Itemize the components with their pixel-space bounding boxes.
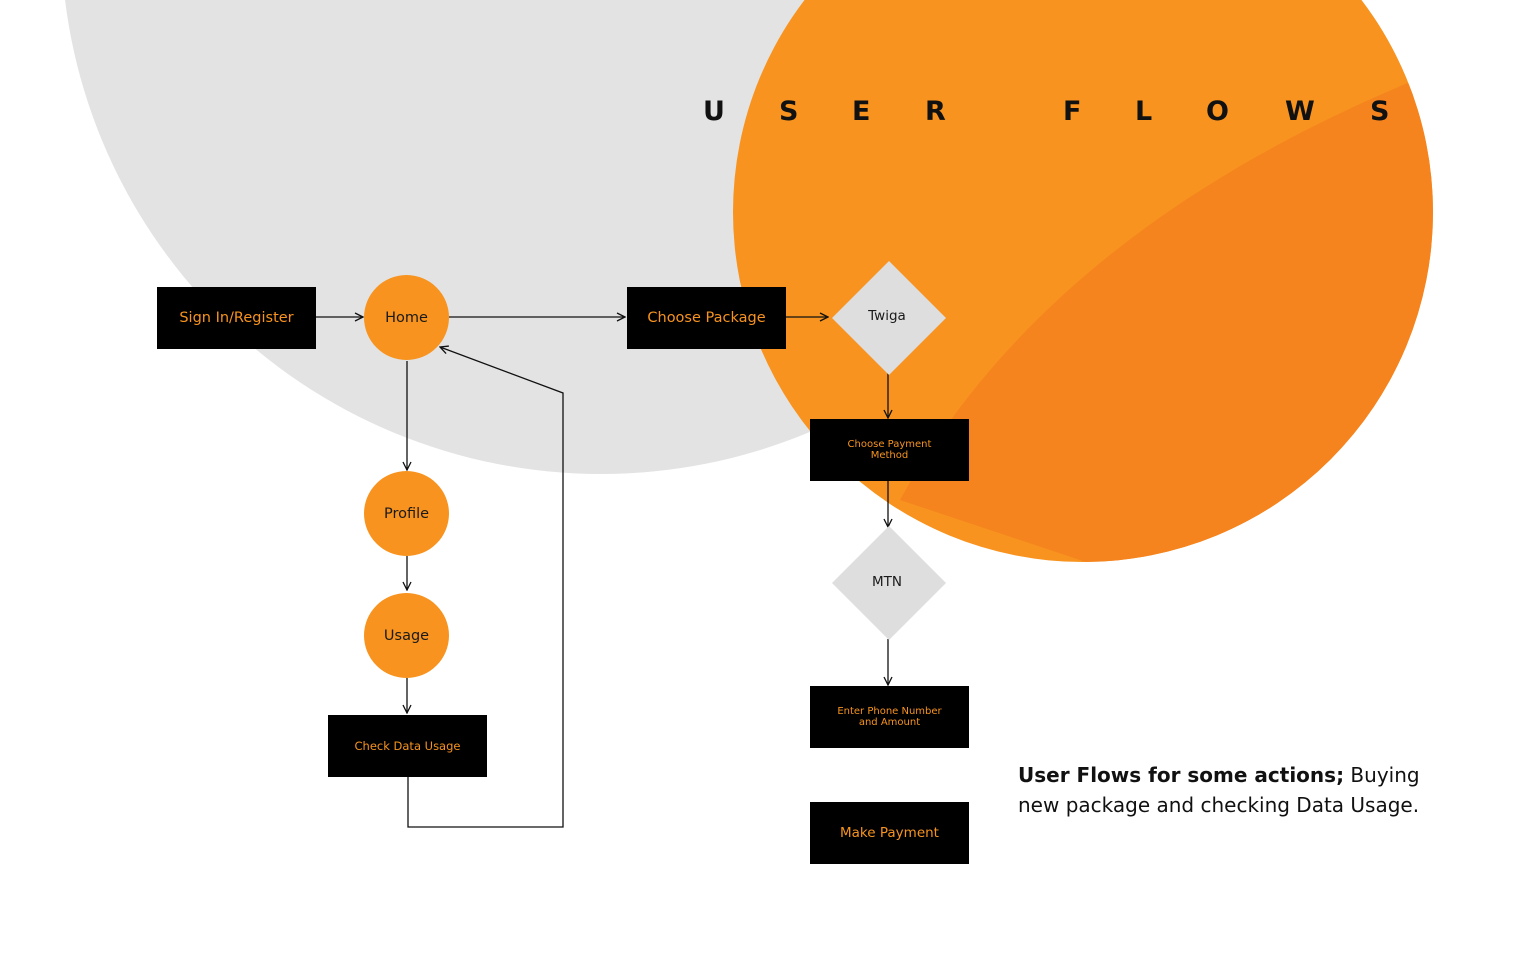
title-letter: S xyxy=(1370,96,1390,127)
choose-payment-method-label-line1: Choose Payment xyxy=(847,439,932,450)
make-payment-node: Make Payment xyxy=(810,802,969,864)
mtn-diamond-label: MTN xyxy=(837,566,937,598)
mtn-label: MTN xyxy=(872,574,902,590)
title-letter: O xyxy=(1206,96,1229,127)
home-node: Home xyxy=(364,275,449,360)
choose-package-label: Choose Package xyxy=(647,310,766,326)
enter-phone-number-node: Enter Phone Number and Amount xyxy=(810,686,969,748)
title-letter: F xyxy=(1063,96,1082,127)
title-letter: W xyxy=(1285,96,1315,127)
home-label: Home xyxy=(385,309,428,326)
usage-node: Usage xyxy=(364,593,449,678)
check-data-usage-node: Check Data Usage xyxy=(328,715,487,777)
signin-register-label: Sign In/Register xyxy=(179,310,294,326)
title-letter: R xyxy=(925,96,946,127)
title-letter: L xyxy=(1135,96,1153,127)
twiga-label: Twiga xyxy=(868,308,906,324)
twiga-diamond-shape xyxy=(832,261,946,375)
profile-label: Profile xyxy=(383,505,430,522)
usage-label: Usage xyxy=(383,627,430,644)
title-letter: U xyxy=(703,96,725,127)
title-letter: E xyxy=(852,96,871,127)
check-data-usage-label: Check Data Usage xyxy=(354,738,461,753)
caption-bold: User Flows for some actions; xyxy=(1018,763,1345,787)
mtn-diamond-shape xyxy=(832,526,946,640)
enter-phone-number-label-line2: and Amount xyxy=(858,717,921,728)
choose-payment-method-node: Choose Payment Method xyxy=(810,419,969,481)
signin-register-node: Sign In/Register xyxy=(157,287,316,349)
enter-phone-number-label-line1: Enter Phone Number xyxy=(837,706,942,717)
page-title: U S E R F L O W S xyxy=(0,92,1536,132)
twiga-diamond-label: Twiga xyxy=(837,300,937,332)
diagram-caption: User Flows for some actions; Buying new … xyxy=(1018,760,1458,820)
edge-check-home-loop xyxy=(407,347,564,828)
profile-node: Profile xyxy=(364,471,449,556)
caption-rest: Buying new package and checking Data Usa… xyxy=(1018,763,1420,817)
make-payment-label: Make Payment xyxy=(840,825,939,841)
choose-package-node: Choose Package xyxy=(627,287,786,349)
choose-payment-method-label-line2: Method xyxy=(870,450,909,461)
title-letter: S xyxy=(779,96,799,127)
